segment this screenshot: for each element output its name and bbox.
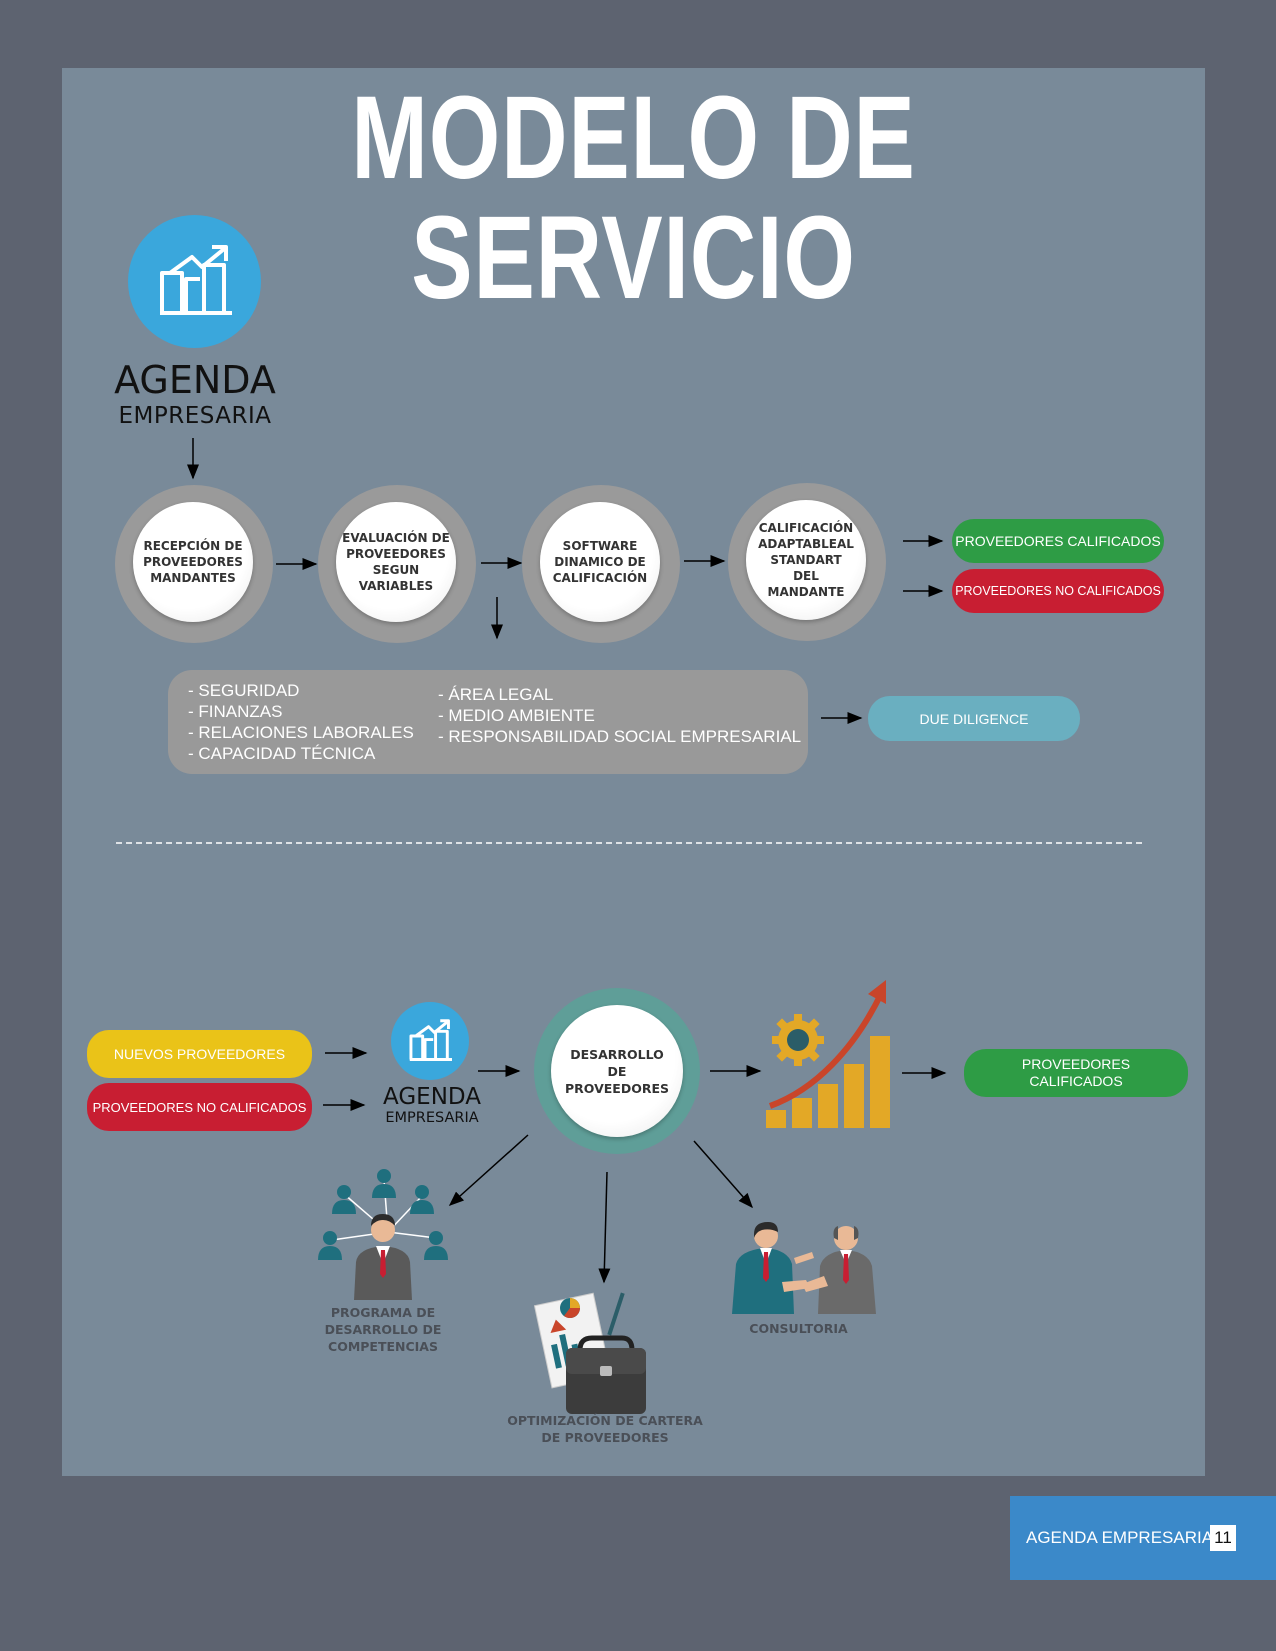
- process-step-3: SOFTWARE DINAMICO DE CALIFICACIÓN: [522, 485, 680, 643]
- page-title: MODELO DE SERVICIO: [351, 72, 916, 324]
- variables-col-1: - SEGURIDAD - FINANZAS - RELACIONES LABO…: [188, 680, 414, 764]
- process-step-2: EVALUACIÓN DE PROVEEDORES SEGUN VARIABLE…: [318, 485, 476, 643]
- variable-item: - ÁREA LEGAL: [438, 685, 554, 704]
- agenda-logo-top: AGENDA EMPRESARIA: [100, 215, 290, 435]
- variables-col-2: - ÁREA LEGAL - MEDIO AMBIENTE - RESPONSA…: [438, 684, 801, 747]
- variable-item: - RESPONSABILIDAD SOCIAL EMPRESARIAL: [438, 727, 802, 746]
- variable-item: - FINANZAS: [188, 702, 283, 721]
- team-network-icon: [318, 1169, 448, 1300]
- due-diligence: DUE DILIGENCE: [868, 696, 1080, 741]
- process-step-1: RECEPCIÓN DE PROVEEDORES MANDANTES: [115, 485, 273, 643]
- process-step-3-label: SOFTWARE DINAMICO DE CALIFICACIÓN: [540, 502, 660, 622]
- agenda-logo-bottom: AGENDA EMPRESARIA: [372, 1000, 492, 1130]
- growth-bars-icon: [766, 980, 890, 1128]
- branch-label-cartera: OPTIMIZACIÓN DE CARTERA DE PROVEEDORES: [507, 1413, 703, 1445]
- input-new-suppliers: NUEVOS PROVEEDORES: [87, 1030, 312, 1078]
- result-not-qualified: PROVEEDORES NO CALIFICADOS: [952, 569, 1164, 613]
- gear-icon: [772, 1014, 824, 1066]
- process-step-4: CALIFICACIÓN ADAPTABLEAL STANDART DEL MA…: [728, 483, 886, 641]
- handshake-icon: [732, 1222, 876, 1314]
- growth-chart-icon: [128, 215, 261, 348]
- page-number: 11: [1210, 1525, 1236, 1551]
- development-center: DESARROLLO DE PROVEEDORES: [534, 988, 700, 1154]
- logo-word-agenda: AGENDA: [383, 1084, 481, 1110]
- branch-label-consultoria: CONSULTORIA: [749, 1321, 848, 1336]
- output-qualified: PROVEEDORES CALIFICADOS: [964, 1049, 1188, 1097]
- briefcase-report-icon: [533, 1292, 646, 1414]
- variable-item: - CAPACIDAD TÉCNICA: [188, 744, 376, 763]
- result-qualified: PROVEEDORES CALIFICADOS: [952, 519, 1164, 563]
- process-step-1-label: RECEPCIÓN DE PROVEEDORES MANDANTES: [133, 502, 253, 622]
- variable-item: - MEDIO AMBIENTE: [438, 706, 595, 725]
- process-step-4-label: CALIFICACIÓN ADAPTABLEAL STANDART DEL MA…: [746, 500, 866, 620]
- logo-word-agenda: AGENDA: [114, 358, 276, 402]
- logo-word-empresaria: EMPRESARIA: [385, 1110, 479, 1126]
- page-footer: AGENDA EMPRESARIA 11: [1010, 1496, 1276, 1580]
- variable-item: - SEGURIDAD: [188, 681, 300, 700]
- development-center-label: DESARROLLO DE PROVEEDORES: [551, 1005, 683, 1137]
- footer-label: AGENDA EMPRESARIA: [1026, 1528, 1214, 1547]
- evaluation-variables: - SEGURIDAD - FINANZAS - RELACIONES LABO…: [168, 670, 808, 774]
- branch-label-competencias: PROGRAMA DE DESARROLLO DE COMPETENCIAS: [324, 1305, 442, 1354]
- input-not-qualified: PROVEEDORES NO CALIFICADOS: [87, 1083, 312, 1131]
- logo-word-empresaria: EMPRESARIA: [118, 403, 272, 429]
- process-step-2-label: EVALUACIÓN DE PROVEEDORES SEGUN VARIABLE…: [336, 502, 456, 622]
- growth-chart-icon: [391, 1002, 469, 1080]
- variable-item: - RELACIONES LABORALES: [188, 723, 414, 742]
